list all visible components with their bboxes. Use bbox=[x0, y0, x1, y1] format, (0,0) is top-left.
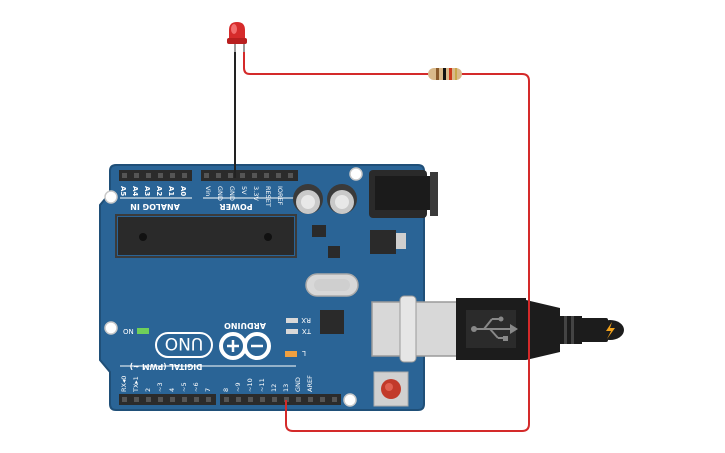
power-header[interactable] bbox=[201, 170, 298, 181]
pin-label-rx0: RX◂0 bbox=[120, 376, 128, 392]
board-model-name: UNO bbox=[165, 333, 204, 353]
mounting-hole bbox=[343, 393, 357, 407]
power-jack[interactable] bbox=[369, 170, 438, 218]
digital-header-low-pins bbox=[122, 397, 211, 402]
mounting-hole bbox=[104, 190, 118, 204]
wire-resistor-to-pin13[interactable] bbox=[285, 73, 530, 432]
uno-logo: UNO bbox=[155, 332, 213, 358]
lightning-icon bbox=[606, 322, 615, 339]
wire-led-to-resistor[interactable] bbox=[243, 50, 432, 75]
power-pin-labels: IOREF RESET 3.3V 5V GND GND Vin bbox=[204, 186, 284, 207]
pin-label-4: 4 bbox=[168, 388, 176, 392]
led-rim bbox=[227, 38, 247, 44]
pin-label-10: ~10 bbox=[246, 378, 254, 392]
rx-led-label: RX bbox=[301, 316, 311, 324]
led-glint bbox=[231, 24, 237, 34]
tx-led-label: TX bbox=[302, 327, 312, 335]
pin-label-5: ~5 bbox=[180, 382, 188, 392]
pin-label-aref: AREF bbox=[306, 375, 314, 392]
pin-label-6: ~6 bbox=[192, 382, 200, 392]
pin-label-vin: Vin bbox=[204, 186, 212, 196]
pin-label-ioref: IOREF bbox=[276, 186, 284, 206]
analog-header[interactable] bbox=[119, 170, 192, 181]
pin-label-7: 7 bbox=[204, 388, 212, 392]
on-led bbox=[137, 328, 149, 334]
pin-label-a4: A4 bbox=[131, 186, 139, 196]
usb-strain-relief bbox=[526, 300, 560, 360]
digital-pin-labels-low: 7 ~6 ~5 4 ~3 2 TX▸1 RX◂0 bbox=[120, 376, 212, 393]
digital-header-high[interactable] bbox=[220, 394, 341, 405]
pin-label-a2: A2 bbox=[155, 186, 163, 196]
tx-led bbox=[286, 329, 298, 334]
mounting-hole bbox=[349, 167, 363, 181]
resistor[interactable] bbox=[428, 68, 462, 80]
red-led[interactable] bbox=[227, 22, 247, 52]
pin-label-2: 2 bbox=[144, 388, 152, 392]
pin-label-gnd: GND bbox=[228, 186, 236, 201]
analog-header-label: ANALOG IN bbox=[130, 202, 180, 211]
analog-pin-labels: A0 A1 A2 A3 A4 A5 bbox=[119, 186, 187, 196]
rx-led bbox=[286, 318, 298, 323]
digital-header-high-pins bbox=[224, 397, 337, 402]
chip-socket-edge bbox=[115, 214, 297, 258]
on-led-label: ON bbox=[123, 328, 134, 336]
chip-notch bbox=[139, 233, 147, 241]
brand-name: ARDUINO bbox=[224, 321, 266, 330]
arduino-logo: ARDUINO bbox=[219, 321, 271, 360]
pin-label-reset: RESET bbox=[264, 186, 272, 207]
pin-label-tx1: TX▸1 bbox=[132, 376, 140, 393]
pin-label-3v3: 3.3V bbox=[252, 186, 260, 201]
pin-label-9: ~9 bbox=[234, 382, 242, 392]
pin-label-11: ~11 bbox=[258, 378, 266, 392]
capacitor bbox=[293, 184, 323, 214]
pin-label-5v: 5V bbox=[240, 186, 248, 195]
l-led-label: L bbox=[302, 349, 306, 357]
pin-label-8: 8 bbox=[222, 388, 230, 392]
pin-label-12: 12 bbox=[270, 384, 278, 392]
pin-label-3: ~3 bbox=[156, 382, 164, 392]
l-led bbox=[285, 351, 297, 357]
capacitor bbox=[327, 184, 357, 214]
usb-cable-plug[interactable] bbox=[456, 298, 624, 360]
arduino-uno-board[interactable]: IOREF RESET 3.3V 5V GND GND Vin POWER A0… bbox=[99, 164, 438, 411]
analog-header-pins bbox=[122, 173, 187, 178]
regulator-tab bbox=[396, 233, 406, 249]
small-ic bbox=[328, 246, 340, 258]
pin-label-a0: A0 bbox=[179, 186, 187, 196]
digital-pin-labels-high: AREF GND 13 12 ~11 ~10 ~9 8 bbox=[222, 375, 314, 392]
digital-header-low[interactable] bbox=[119, 394, 216, 405]
small-ic bbox=[312, 225, 326, 237]
chip-dot bbox=[264, 233, 272, 241]
power-header-label: POWER bbox=[219, 202, 252, 211]
pin-label-a3: A3 bbox=[143, 186, 151, 196]
power-header-pins bbox=[204, 173, 293, 178]
voltage-regulator bbox=[370, 230, 396, 254]
pin-label-gnd: GND bbox=[216, 186, 224, 201]
reset-button[interactable] bbox=[373, 371, 409, 407]
mounting-hole bbox=[104, 321, 118, 335]
pin-label-a1: A1 bbox=[167, 186, 175, 196]
crystal-inner bbox=[314, 279, 350, 291]
pin-label-13: 13 bbox=[282, 384, 290, 392]
pin-label-gnd: GND bbox=[294, 377, 302, 392]
usb-controller-chip bbox=[320, 310, 344, 334]
pin-label-a5: A5 bbox=[119, 186, 127, 196]
usb-port[interactable] bbox=[371, 295, 459, 363]
